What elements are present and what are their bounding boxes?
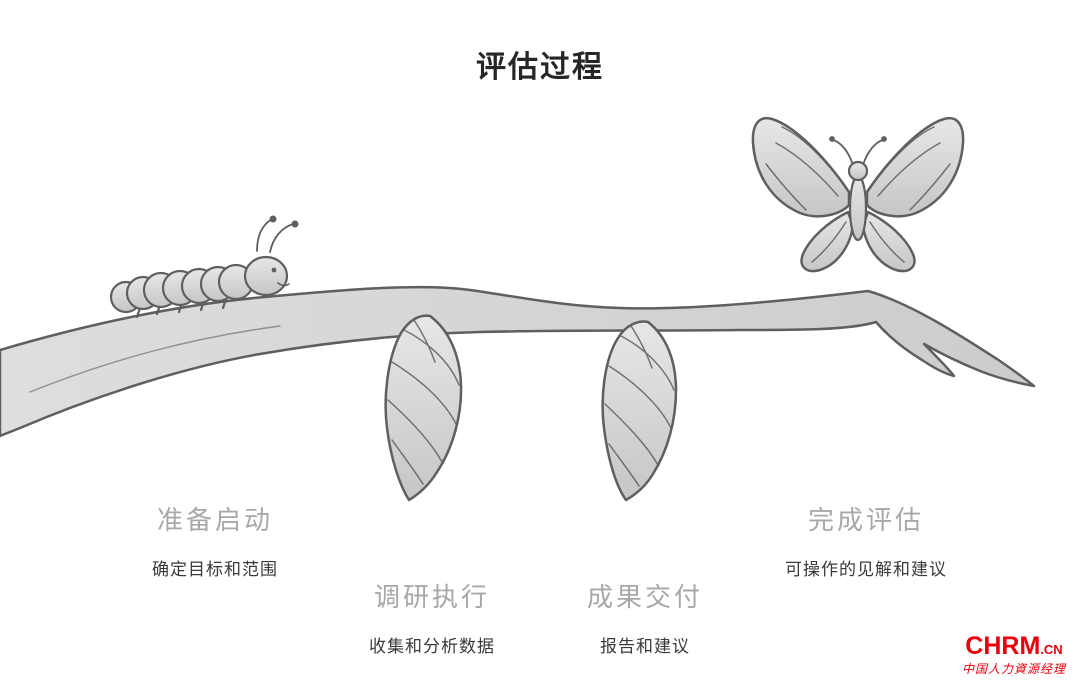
stage-label-deliver: 成果交付 (586, 582, 703, 612)
stage-research: 调研执行 收集和分析数据 (292, 577, 572, 657)
stage-desc-research: 收集和分析数据 (369, 637, 495, 656)
stage-label-prepare: 准备启动 (156, 505, 273, 535)
butterfly-illustration (751, 116, 965, 273)
branch-illustration (0, 285, 1036, 438)
stage-desc-prepare: 确定目标和范围 (152, 560, 278, 579)
page-title: 评估过程 (476, 51, 604, 84)
stage-desc-deliver: 报告和建议 (600, 637, 690, 656)
chrysalis-2-illustration (601, 320, 678, 502)
caterpillar-illustration (109, 215, 299, 319)
logo-domain: .CN (1040, 642, 1063, 658)
logo-wordmark: CHRM.CN (962, 633, 1066, 661)
stage-complete: 完成评估 可操作的见解和建议 (726, 500, 1006, 580)
stage-prepare: 准备启动 确定目标和范围 (75, 500, 355, 580)
logo-tagline: 中国人力資源经理 (961, 661, 1066, 676)
stage-deliver: 成果交付 报告和建议 (505, 577, 785, 657)
chrysalis-1-illustration (384, 314, 463, 502)
stage-desc-complete: 可操作的见解和建议 (785, 560, 947, 579)
logo-brand: CHRM (965, 632, 1041, 661)
stage-label-complete: 完成评估 (807, 505, 924, 535)
chrm-logo: CHRM.CN 中国人力資源经理 (962, 633, 1066, 676)
stage-label-research: 调研执行 (373, 582, 490, 612)
